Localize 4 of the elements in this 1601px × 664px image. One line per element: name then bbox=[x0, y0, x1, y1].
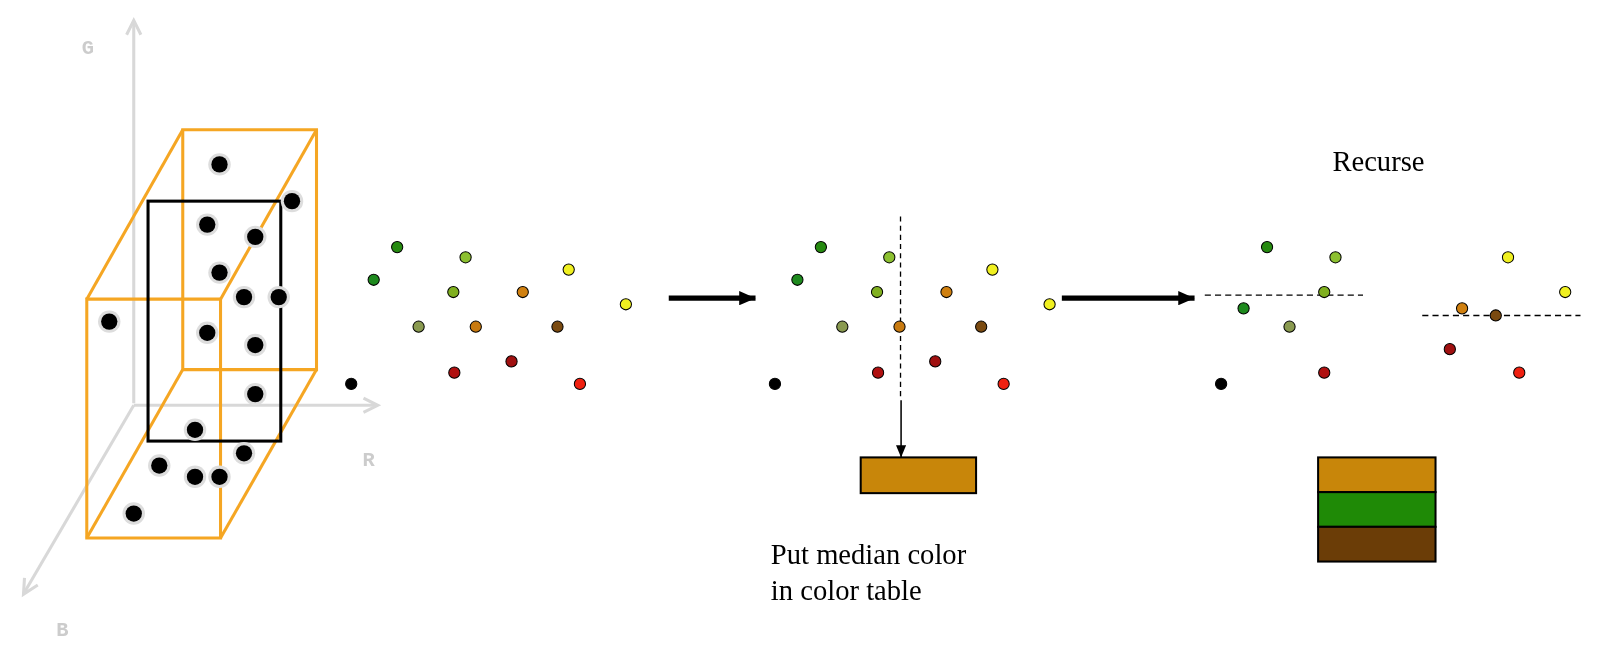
heading-text: Recurse bbox=[1332, 144, 1425, 179]
arrow bbox=[668, 291, 756, 306]
arrow bbox=[1061, 291, 1195, 306]
caption-text: Put median color in color table bbox=[770, 537, 968, 609]
